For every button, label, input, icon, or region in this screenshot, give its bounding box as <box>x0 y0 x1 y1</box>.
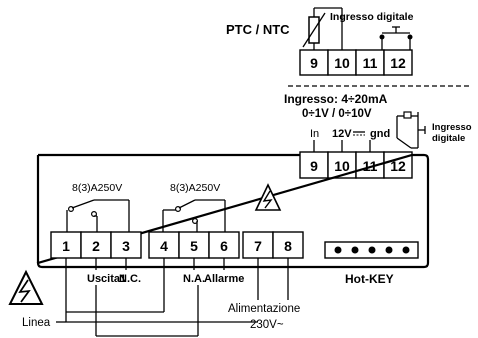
mid-terminal-12: 12 <box>390 158 406 174</box>
relay1-switch-icon <box>66 199 130 232</box>
input-label: Ingresso: 4÷20mA <box>284 92 388 106</box>
digital-input-label-mid-1: Ingresso <box>432 122 472 133</box>
relay2-rating: 8(3)A250V <box>170 182 220 194</box>
sensor-label: PTC / NTC <box>226 22 290 37</box>
allarme-label: Allarme <box>204 273 244 285</box>
uscita1-label: Uscita1 <box>87 273 126 285</box>
hotkey-connector <box>324 241 419 259</box>
mid-terminal-block: 9 10 11 12 <box>299 151 413 179</box>
terminal-2: 2 <box>92 238 100 254</box>
digital-input-label-mid-2: digitale <box>432 133 465 144</box>
dc-symbol-icon <box>353 131 365 136</box>
terminal-8: 8 <box>284 238 292 254</box>
terminal-6: 6 <box>220 238 228 254</box>
top-terminal-12: 12 <box>390 55 406 71</box>
nc-label: N.C. <box>119 273 141 285</box>
alimentazione-label: Alimentazione <box>228 303 300 315</box>
na-label: N.A. <box>183 273 205 285</box>
pin-label-gnd: gnd <box>370 128 390 140</box>
hotkey-label: Hot-KEY <box>345 272 394 286</box>
digital-input-label-top: Ingresso digitale <box>330 11 414 23</box>
voltage-label: 0÷1V / 0÷10V <box>302 108 372 120</box>
external-warning-icon <box>8 269 44 305</box>
linea-label: Linea <box>22 317 51 329</box>
mid-terminal-10: 10 <box>334 158 350 174</box>
mid-terminal-9: 9 <box>310 158 318 174</box>
voltage-label-power: 230V~ <box>250 319 284 331</box>
warning-icon <box>254 183 282 211</box>
terminal-3: 3 <box>122 238 130 254</box>
top-module: PTC / NTC Ingresso digitale <box>226 7 414 76</box>
digital-contact-icon <box>396 111 426 149</box>
switch-icon <box>379 26 413 50</box>
relay1-rating: 8(3)A250V <box>72 182 122 194</box>
terminal-7: 7 <box>254 238 262 254</box>
pin-label-12v: 12V <box>332 128 352 140</box>
top-terminal-10: 10 <box>334 55 350 71</box>
top-terminal-11: 11 <box>363 55 378 71</box>
external-wiring <box>56 258 289 337</box>
pin-label-in: In <box>310 128 319 140</box>
main-terminal-block: 1 2 3 4 5 6 7 8 <box>50 231 304 259</box>
top-terminal-block: 9 10 11 12 <box>299 49 413 76</box>
relay2-switch-icon <box>162 199 226 232</box>
terminal-4: 4 <box>160 238 168 254</box>
top-terminal-9: 9 <box>310 55 318 71</box>
terminal-5: 5 <box>190 238 198 254</box>
terminal-1: 1 <box>62 238 70 254</box>
controller-body: 8(3)A250V 8(3)A250V <box>36 153 430 269</box>
